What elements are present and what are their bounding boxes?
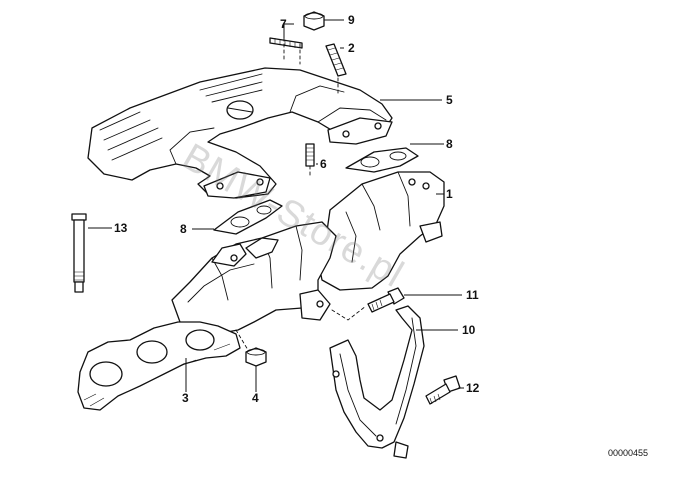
upper-manifold-part-5 [87, 67, 393, 199]
callout-11: 11 [466, 288, 479, 302]
callout-5: 5 [446, 93, 453, 107]
callout-12: 12 [466, 381, 480, 395]
bolt-part-11 [367, 287, 405, 313]
callout-8-lower: 8 [180, 222, 187, 236]
lower-manifold-part-3 [171, 221, 337, 335]
stud-part-7 [269, 37, 303, 49]
flange-gasket-part-3 [77, 321, 241, 411]
callout-10: 10 [462, 323, 476, 337]
callout-8-upper: 8 [446, 137, 453, 151]
callout-13: 13 [114, 221, 128, 235]
gasket-part-8-upper [345, 147, 419, 173]
callout-6: 6 [320, 157, 327, 171]
bolt-part-13 [71, 213, 87, 293]
nut-part-9 [303, 11, 325, 31]
callout-2: 2 [348, 41, 355, 55]
bolt-part-12 [425, 375, 461, 405]
gasket-part-8-lower [213, 199, 283, 235]
callout-3: 3 [182, 391, 189, 405]
diagram-code: 00000455 [608, 448, 649, 458]
callout-4: 4 [252, 391, 259, 405]
callout-1: 1 [446, 187, 453, 201]
nut-part-4 [245, 347, 267, 367]
callout-7: 7 [280, 17, 287, 31]
bracket-part-10 [329, 305, 425, 459]
callout-9: 9 [348, 13, 355, 27]
stud-part-2 [325, 43, 347, 77]
stud-part-6 [305, 143, 315, 167]
leader-lines [88, 19, 464, 392]
